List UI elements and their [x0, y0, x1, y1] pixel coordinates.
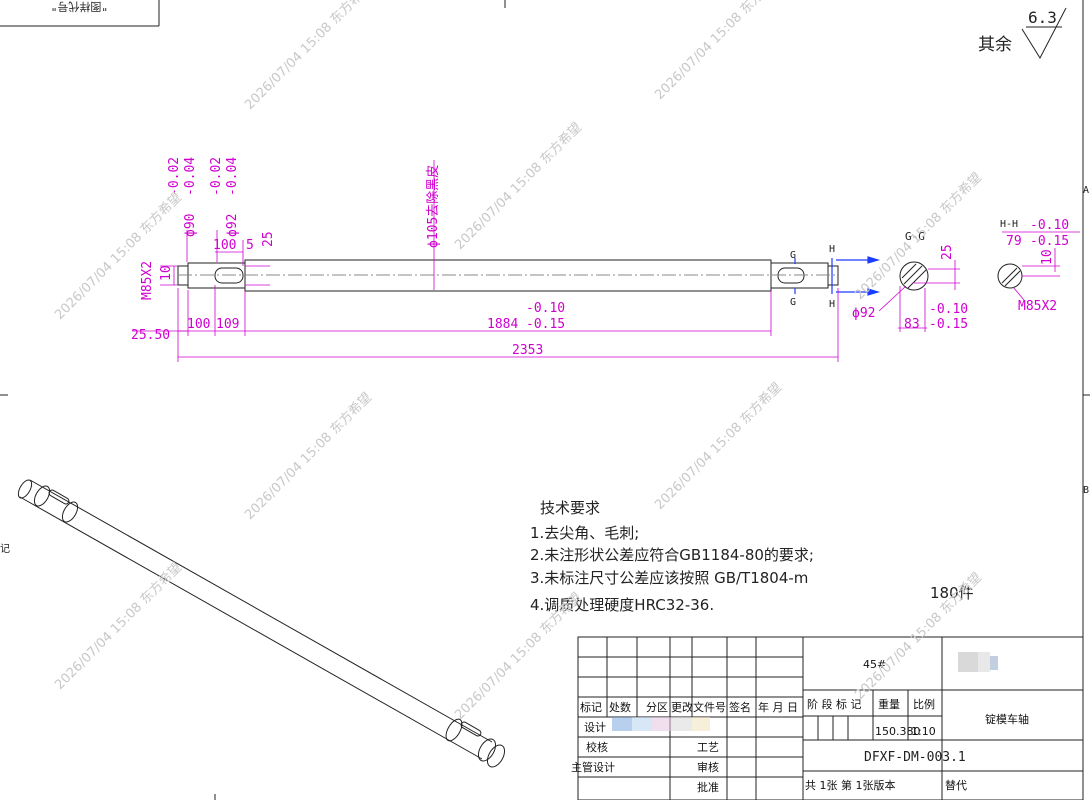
section-label-h-top: H: [829, 244, 835, 255]
section-hh-tol-up: -0.10: [1030, 218, 1069, 233]
header-change-doc: 更改文件号: [671, 700, 726, 714]
row-review: 审核: [697, 760, 719, 774]
redaction-blur: [612, 652, 998, 731]
quantity-note: 180件: [930, 584, 974, 602]
watermark-text: 2026/07/04 15:08 东方希望: [242, 0, 375, 113]
dim-phi90-tol-lo: -0.04: [183, 157, 198, 196]
stamp-text: "图样代号": [51, 0, 108, 14]
section-hh-dims: [1002, 231, 1080, 301]
roughness-label: 其余: [978, 35, 1012, 55]
section-gg-view: [899, 261, 929, 291]
row-approve: 批准: [697, 780, 719, 794]
dim-phi92: ϕ92: [225, 214, 240, 237]
section-gg-tol-lo: -0.15: [929, 317, 968, 332]
header-scale: 比例: [913, 697, 935, 711]
row-process: 工艺: [697, 741, 719, 754]
header-date: 年 月 日: [758, 700, 798, 714]
watermark-text: 2026/07/04 15:08 东方希望: [852, 569, 985, 702]
dim-100: 100: [187, 317, 210, 332]
zone-label-side: 记: [0, 543, 10, 555]
header-count: 处数: [609, 701, 631, 714]
dim-10-left: 10: [159, 265, 174, 281]
section-label-h-bottom: H: [829, 299, 835, 310]
zone-label-b: B: [1083, 485, 1089, 496]
dim-1884: 1884: [487, 317, 518, 332]
section-gg-tol-up: -0.10: [929, 302, 968, 317]
watermark-text: 2026/07/04 15:08 东方希望: [242, 389, 375, 522]
drawing-number: DFXF-DM-003.1: [864, 750, 966, 765]
watermark-text: 2026/07/04 15:08 东方希望: [652, 379, 785, 512]
header-stage: 阶 段 标 记: [807, 697, 862, 711]
section-hh-tol-lo: -0.15: [1030, 234, 1069, 249]
dim-1884-tol-up: -0.10: [526, 301, 565, 316]
header-mark: 标记: [580, 700, 602, 714]
section-label-g-bottom: G: [790, 297, 796, 308]
dim-25-top: 25: [261, 231, 276, 247]
replace-label: 替代: [945, 778, 967, 792]
dim-phi90: ϕ90: [183, 214, 198, 237]
watermark-text: 2026/07/04 15:08 东方希望: [452, 589, 585, 722]
dim-100-top: 100: [213, 238, 236, 253]
row-design: 设计: [584, 721, 606, 734]
section-label-g-top: G: [790, 250, 796, 261]
dim-2353: 2353: [512, 343, 543, 358]
section-gg-title: G-G: [905, 230, 925, 243]
dim-phi92-tol-lo: -0.04: [225, 157, 240, 196]
watermark-text: 2026/07/04 15:08 东方希望: [52, 189, 185, 322]
dim-phi105: ϕ105去除黑皮: [426, 165, 441, 248]
shaft-outline: [177, 259, 839, 292]
roughness-value: 6.3: [1028, 8, 1057, 27]
section-gg-dim-phi92: ϕ92: [852, 306, 875, 321]
section-hh-view: [997, 263, 1023, 289]
zone-label-a: A: [1083, 185, 1089, 196]
weight-value: 150.380: [875, 725, 921, 738]
tech-title: 技术要求: [540, 499, 600, 517]
dim-phi90-tol-up: -0.02: [167, 157, 182, 196]
section-gg-dim-25: 25: [940, 244, 955, 260]
dim-m85-left: M85X2: [140, 261, 155, 300]
watermarks: 2026/07/04 15:08 东方希望 2026/07/04 15:08 东…: [52, 0, 985, 723]
header-sign: 签名: [729, 700, 751, 714]
section-hh-dim-m85: M85X2: [1018, 299, 1057, 314]
section-hh-dim-79: 79: [1006, 234, 1022, 249]
section-hh-dim-10: 10: [1040, 249, 1055, 265]
title-block-grid: [577, 636, 1084, 800]
section-gg-dims: [878, 260, 960, 332]
dim-109: 109: [216, 317, 239, 332]
dim-5: 5: [246, 238, 254, 253]
material: 45#: [863, 658, 886, 671]
dim-25-50: 25.50: [131, 328, 170, 343]
tech-item-1: 1.去尖角、毛刺;: [530, 524, 639, 542]
isometric-shaft: [17, 479, 506, 768]
tech-item-4: 4.调质处理硬度HRC32-36.: [530, 596, 714, 614]
row-check: 校核: [586, 740, 608, 754]
dim-1884-tol-lo: -0.15: [526, 317, 565, 332]
section-arrows: [794, 256, 881, 296]
roughness-symbol: [1021, 7, 1067, 60]
section-gg-dim-83: 83: [904, 317, 920, 332]
part-name: 锭模车轴: [985, 712, 1029, 726]
dimension-lines: [132, 160, 839, 362]
sheet-info: 共 1张 第 1张版本: [805, 778, 896, 792]
tech-item-2: 2.未注形状公差应符合GB1184-80的要求;: [530, 546, 814, 564]
header-zone: 分区: [646, 701, 668, 714]
tech-item-3: 3.未标注尺寸公差应该按照 GB/T1804-m: [530, 569, 808, 587]
row-chief: 主管设计: [571, 760, 615, 774]
dim-phi92-tol-up: -0.02: [209, 157, 224, 196]
watermark-text: 2026/07/04 15:08 东方希望: [52, 559, 185, 692]
watermark-text: 2026/07/04 15:08 东方希望: [452, 119, 585, 252]
watermark-text: 2026/07/04 15:08 东方希望: [652, 0, 785, 103]
scale-value: 1:10: [911, 725, 936, 738]
header-weight: 重量: [878, 697, 900, 711]
section-hh-title: H-H: [1000, 219, 1018, 230]
